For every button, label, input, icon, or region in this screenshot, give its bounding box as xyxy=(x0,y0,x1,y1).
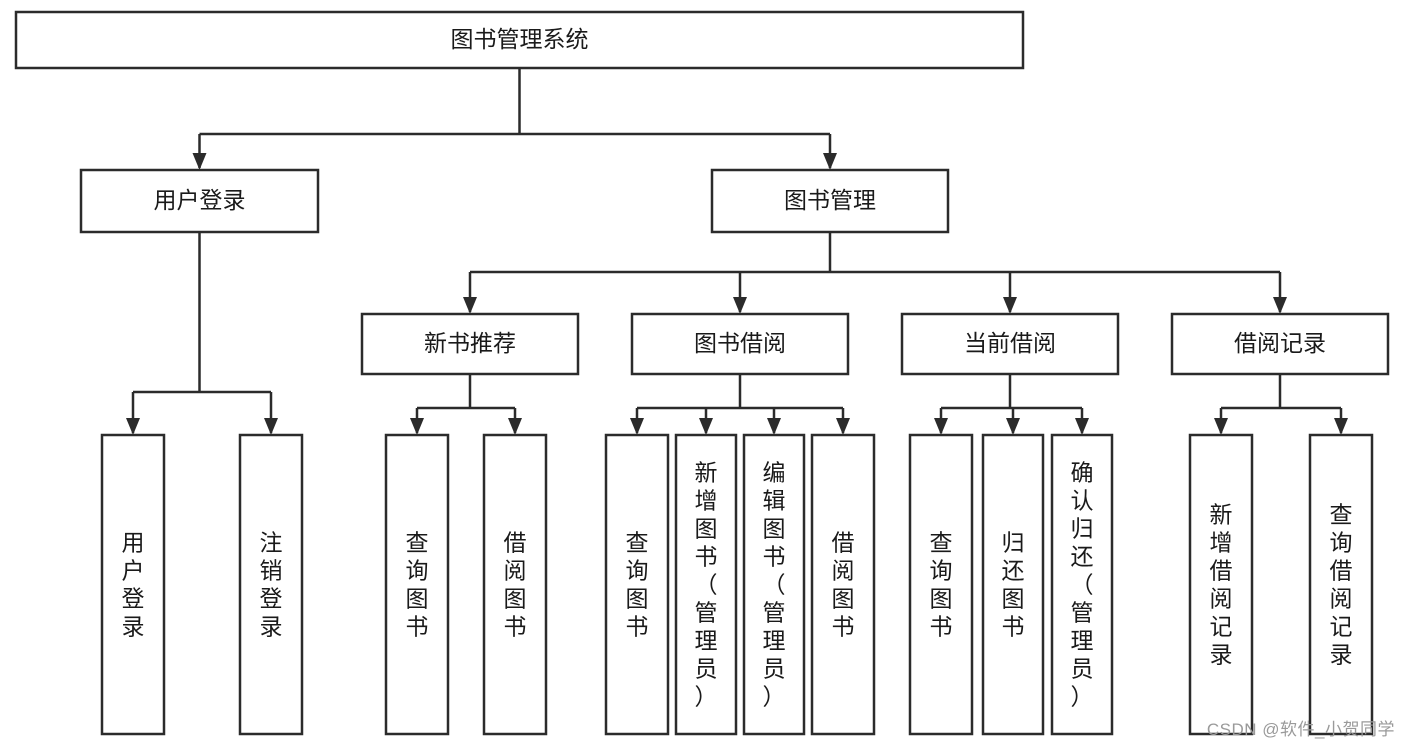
node-level2-0[interactable]: 用户登录 xyxy=(79,168,320,234)
node-level3-2[interactable]: 当前借阅 xyxy=(900,312,1120,376)
node-leaf-6[interactable]: 编辑图书（管理员） xyxy=(742,433,806,736)
node-level3-2-box[interactable] xyxy=(900,312,1120,376)
node-leaf-1-box[interactable] xyxy=(238,433,304,736)
edge-record-arrow-1 xyxy=(1334,418,1348,435)
node-leaf-7[interactable]: 借阅图书 xyxy=(810,433,876,736)
edge-root-arrow-1 xyxy=(823,153,837,170)
edge-login-arrow-0 xyxy=(126,418,140,435)
node-level3-3-label: 借阅记录 xyxy=(1234,330,1326,356)
node-leaf-8[interactable]: 查询图书 xyxy=(908,433,974,736)
node-leaf-10-box[interactable] xyxy=(1050,433,1114,736)
node-level2-1-box[interactable] xyxy=(710,168,950,234)
node-level3-0[interactable]: 新书推荐 xyxy=(360,312,580,376)
node-level3-2-label: 当前借阅 xyxy=(964,330,1056,356)
node-level2-1[interactable]: 图书管理 xyxy=(710,168,950,234)
connector-layer xyxy=(126,68,1348,435)
edge-root-arrow-0 xyxy=(192,153,207,170)
node-level3-1-label: 图书借阅 xyxy=(694,330,786,356)
node-level3-3[interactable]: 借阅记录 xyxy=(1170,312,1390,376)
node-leaf-10-label: 确认归还（管理员） xyxy=(1071,459,1094,709)
node-leaf-9-label: 归还图书 xyxy=(1002,529,1025,639)
node-leaf-8-label: 查询图书 xyxy=(930,529,953,639)
node-leaf-5-label: 新增图书（管理员） xyxy=(695,459,718,709)
node-root-library-system[interactable]: 图书管理系统 xyxy=(14,10,1025,70)
node-leaf-2-box[interactable] xyxy=(384,433,450,736)
node-leaf-5-box[interactable] xyxy=(674,433,738,736)
edge-borrow-arrow-0 xyxy=(630,418,644,435)
node-leaf-8-box[interactable] xyxy=(908,433,974,736)
node-leaf-0-label: 用户登录 xyxy=(122,529,145,639)
edge-current-arrow-1 xyxy=(1006,418,1020,435)
edge-borrow-arrow-2 xyxy=(767,418,781,435)
node-leaf-11-label: 新增借阅记录 xyxy=(1210,501,1233,667)
node-level3-0-box[interactable] xyxy=(360,312,580,376)
node-root-library-system-label: 图书管理系统 xyxy=(451,26,589,52)
node-leaf-4[interactable]: 查询图书 xyxy=(604,433,670,736)
edge-borrow-arrow-3 xyxy=(836,418,850,435)
node-leaf-10[interactable]: 确认归还（管理员） xyxy=(1050,433,1114,736)
node-level2-1-label: 图书管理 xyxy=(784,187,876,213)
node-root-library-system-box[interactable] xyxy=(14,10,1025,70)
node-leaf-12-label: 查询借阅记录 xyxy=(1330,501,1353,667)
node-level3-3-box[interactable] xyxy=(1170,312,1390,376)
edge-current-arrow-0 xyxy=(934,418,948,435)
edge-borrow-arrow-1 xyxy=(699,418,713,435)
node-leaf-3[interactable]: 借阅图书 xyxy=(482,433,548,736)
node-leaf-11[interactable]: 新增借阅记录 xyxy=(1188,433,1254,736)
node-leaf-7-box[interactable] xyxy=(810,433,876,736)
node-leaf-7-label: 借阅图书 xyxy=(832,529,855,639)
edge-books-arrow-3 xyxy=(1273,297,1287,314)
node-leaf-5[interactable]: 新增图书（管理员） xyxy=(674,433,738,736)
node-leaf-2-label: 查询图书 xyxy=(406,529,429,639)
node-layer: 图书管理系统用户登录图书管理新书推荐图书借阅当前借阅借阅记录用户登录注销登录查询… xyxy=(14,10,1390,736)
edge-record-arrow-0 xyxy=(1214,418,1228,435)
node-leaf-4-label: 查询图书 xyxy=(626,529,649,639)
node-level3-1[interactable]: 图书借阅 xyxy=(630,312,850,376)
node-leaf-11-box[interactable] xyxy=(1188,433,1254,736)
node-leaf-1[interactable]: 注销登录 xyxy=(238,433,304,736)
node-leaf-6-box[interactable] xyxy=(742,433,806,736)
node-level3-1-box[interactable] xyxy=(630,312,850,376)
edge-books-arrow-1 xyxy=(733,297,747,314)
node-leaf-9-box[interactable] xyxy=(981,433,1045,736)
node-level3-0-label: 新书推荐 xyxy=(424,330,516,356)
node-leaf-3-label: 借阅图书 xyxy=(504,529,527,639)
node-leaf-0[interactable]: 用户登录 xyxy=(100,433,166,736)
edge-login-arrow-1 xyxy=(264,418,278,435)
node-leaf-9[interactable]: 归还图书 xyxy=(981,433,1045,736)
node-level2-0-label: 用户登录 xyxy=(154,187,246,213)
edge-books-arrow-0 xyxy=(463,297,477,314)
edge-books-arrow-2 xyxy=(1003,297,1017,314)
edge-newbook-arrow-1 xyxy=(508,418,522,435)
node-leaf-0-box[interactable] xyxy=(100,433,166,736)
node-level2-0-box[interactable] xyxy=(79,168,320,234)
node-leaf-2[interactable]: 查询图书 xyxy=(384,433,450,736)
edge-current-arrow-2 xyxy=(1075,418,1089,435)
edge-newbook-arrow-0 xyxy=(410,418,424,435)
node-leaf-12-box[interactable] xyxy=(1308,433,1374,736)
node-leaf-4-box[interactable] xyxy=(604,433,670,736)
node-leaf-3-box[interactable] xyxy=(482,433,548,736)
node-leaf-12[interactable]: 查询借阅记录 xyxy=(1308,433,1374,736)
node-leaf-6-label: 编辑图书（管理员） xyxy=(763,459,786,709)
node-leaf-1-label: 注销登录 xyxy=(260,529,283,639)
